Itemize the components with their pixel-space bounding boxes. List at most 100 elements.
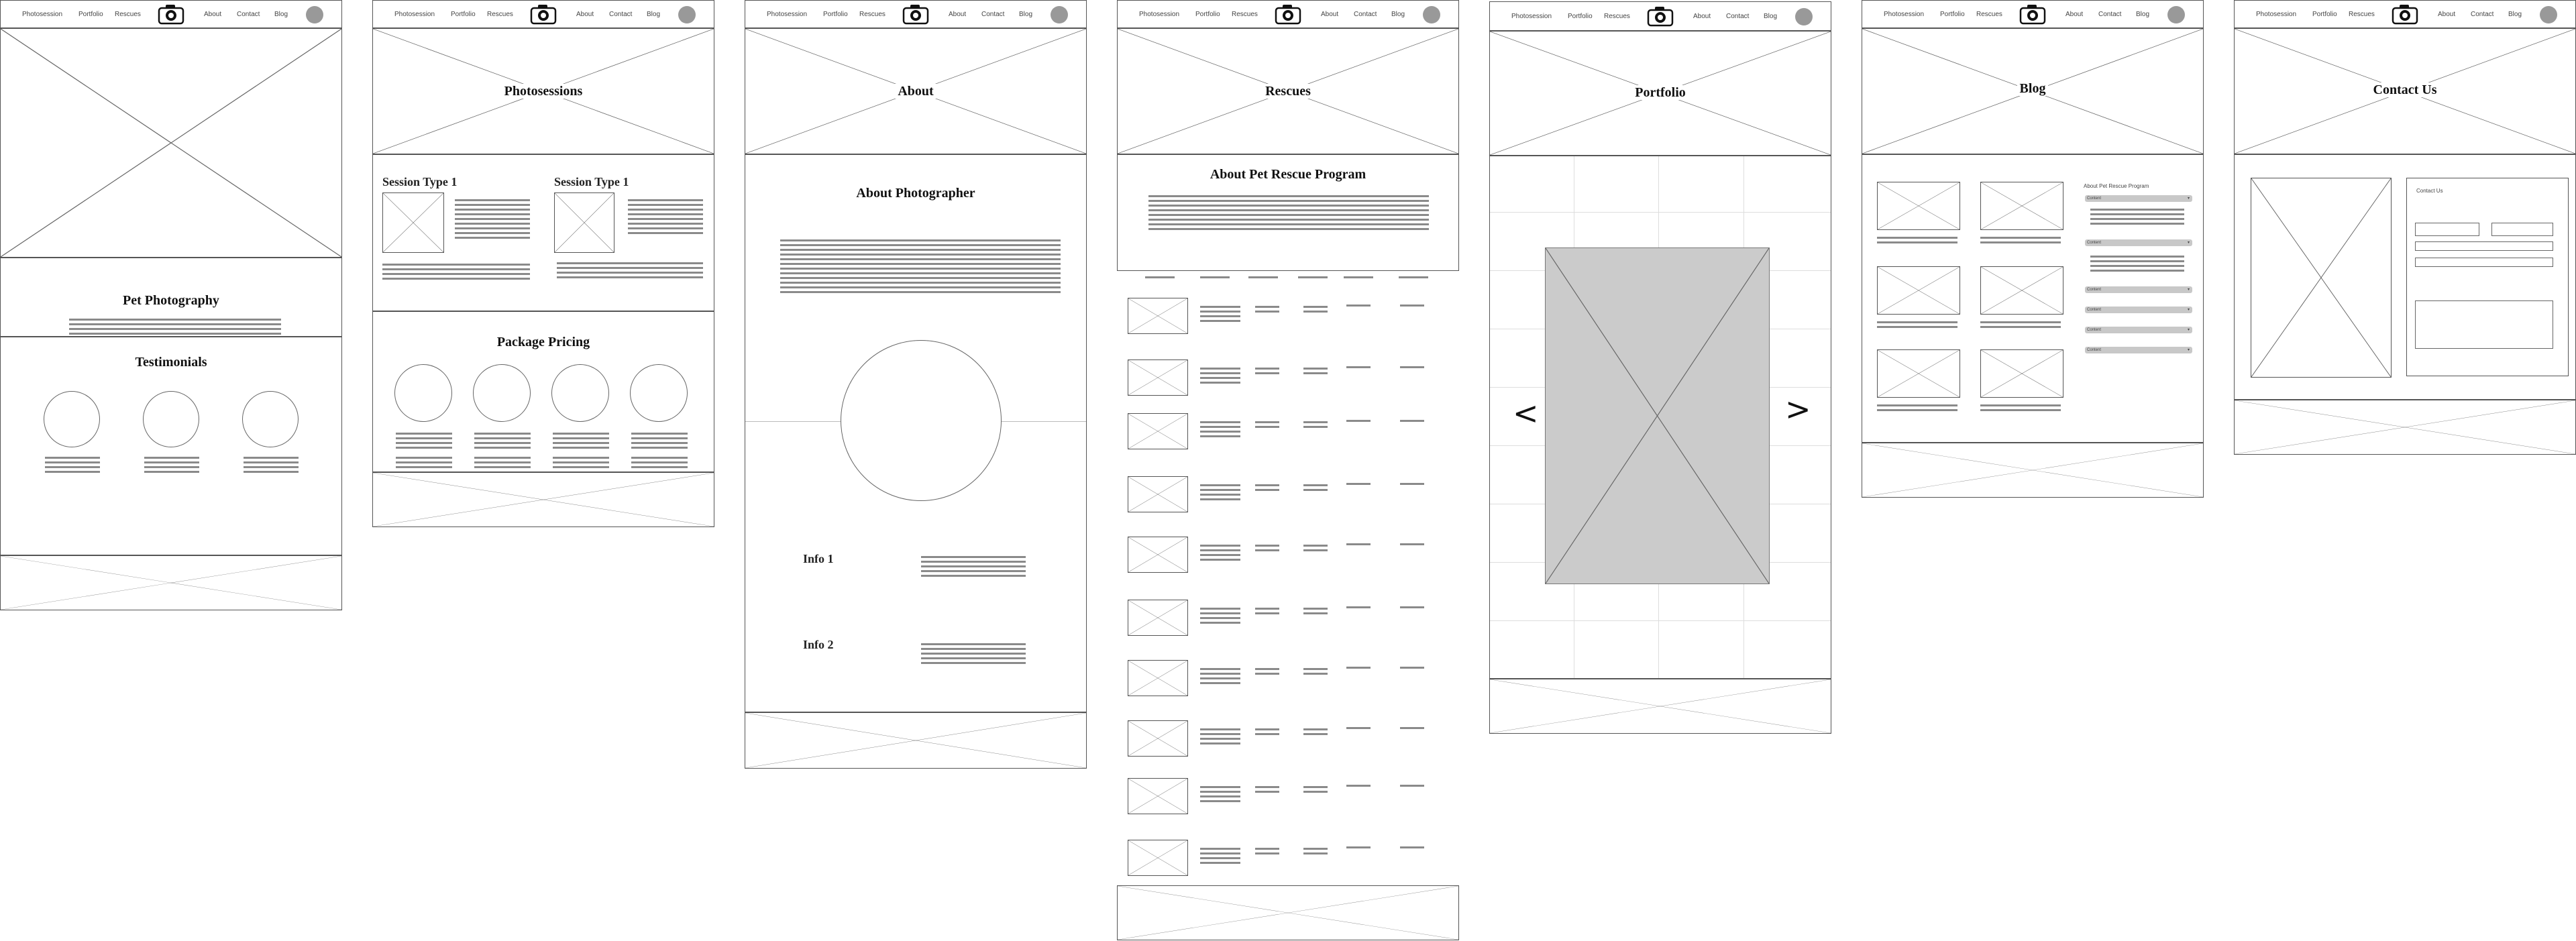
avatar[interactable] <box>1795 8 1813 25</box>
session-type-title: Session Type 1 <box>382 175 458 188</box>
nav-contact[interactable]: Contact <box>237 11 260 18</box>
sidebar-accordion-item[interactable]: Content▾ <box>2085 347 2192 353</box>
info-title: Info 1 <box>803 552 834 565</box>
nav-about[interactable]: About <box>2438 11 2456 18</box>
blog-posts-section: About Pet Rescue Program Content▾Content… <box>1862 154 2204 443</box>
nav-blog[interactable]: Blog <box>2508 11 2522 18</box>
nav-rescues[interactable]: Rescues <box>2349 11 2375 18</box>
sidebar-accordion-item[interactable]: Content▾ <box>2085 239 2192 246</box>
camera-logo-icon[interactable] <box>2019 3 2046 25</box>
nav-contact[interactable]: Contact <box>2471 11 2494 18</box>
camera-logo-icon[interactable] <box>1647 5 1674 27</box>
nav-portfolio[interactable]: Portfolio <box>1195 11 1220 18</box>
rescue-age <box>1255 608 1279 617</box>
nav-contact[interactable]: Contact <box>981 11 1005 18</box>
last-name-input[interactable] <box>2491 223 2553 236</box>
nav-photosession[interactable]: Photosession <box>22 11 63 18</box>
sidebar-item-label: Content <box>2087 348 2102 352</box>
nav-blog[interactable]: Blog <box>274 11 288 18</box>
avatar[interactable] <box>2540 6 2557 23</box>
avatar[interactable] <box>678 6 696 23</box>
nav-photosession[interactable]: Photosession <box>767 11 808 18</box>
package-price <box>396 457 452 471</box>
nav-photosession[interactable]: Photosession <box>1139 11 1180 18</box>
email-input[interactable] <box>2415 241 2553 251</box>
nav-contact[interactable]: Contact <box>609 11 633 18</box>
nav-about[interactable]: About <box>949 11 967 18</box>
sidebar-accordion-item[interactable]: Content▾ <box>2085 307 2192 313</box>
text-lines <box>69 319 281 337</box>
nav-contact[interactable]: Contact <box>2098 11 2122 18</box>
nav-blog[interactable]: Blog <box>647 11 661 18</box>
nav-about[interactable]: About <box>1321 11 1339 18</box>
nav-rescues[interactable]: Rescues <box>1232 11 1258 18</box>
sidebar-title: About Pet Rescue Program <box>2084 183 2149 189</box>
rescue-breed <box>1303 306 1328 315</box>
rescue-status <box>1346 727 1371 732</box>
nav-blog[interactable]: Blog <box>2136 11 2150 18</box>
nav-portfolio[interactable]: Portfolio <box>78 11 103 18</box>
blog-post-image <box>1877 266 1960 315</box>
package-text <box>396 433 452 451</box>
rescue-contact <box>1400 667 1424 671</box>
hero-title: Photosessions <box>501 84 586 99</box>
avatar[interactable] <box>2167 6 2185 23</box>
nav-portfolio[interactable]: Portfolio <box>2312 11 2337 18</box>
nav-rescues[interactable]: Rescues <box>487 11 513 18</box>
sidebar-accordion-item[interactable]: Content▾ <box>2085 327 2192 333</box>
package-pricing-section: Package Pricing <box>372 311 714 472</box>
hero-image-placeholder: Blog <box>1862 28 2204 154</box>
phone-input[interactable] <box>2415 258 2553 267</box>
package-image <box>551 364 609 422</box>
nav-about[interactable]: About <box>204 11 222 18</box>
nav-photosession[interactable]: Photosession <box>394 11 435 18</box>
nav-blog[interactable]: Blog <box>1764 13 1778 20</box>
avatar[interactable] <box>1051 6 1068 23</box>
nav-portfolio[interactable]: Portfolio <box>1940 11 1965 18</box>
nav-about[interactable]: About <box>1693 13 1711 20</box>
camera-logo-icon[interactable] <box>902 3 929 25</box>
nav-contact[interactable]: Contact <box>1354 11 1377 18</box>
nav-blog[interactable]: Blog <box>1391 11 1405 18</box>
section-title: About Photographer <box>856 186 975 201</box>
nav-photosession[interactable]: Photosession <box>2256 11 2297 18</box>
package-image <box>473 364 531 422</box>
camera-logo-icon[interactable] <box>158 3 184 25</box>
section-title: Pet Photography <box>123 293 219 308</box>
nav-rescues[interactable]: Rescues <box>1604 13 1630 20</box>
testimonial-avatar <box>242 391 299 447</box>
next-arrow-icon[interactable]: > <box>1785 391 1811 427</box>
rescue-pet-image <box>1128 476 1188 512</box>
rescue-pet-image <box>1128 537 1188 573</box>
avatar[interactable] <box>306 6 323 23</box>
portfolio-main-image[interactable] <box>1545 247 1770 584</box>
prev-arrow-icon[interactable]: < <box>1513 395 1539 431</box>
nav-blog[interactable]: Blog <box>1019 11 1033 18</box>
nav-about[interactable]: About <box>576 11 594 18</box>
blog-post-excerpt <box>1980 321 2061 331</box>
message-textarea[interactable] <box>2415 300 2553 349</box>
camera-logo-icon[interactable] <box>530 3 557 25</box>
camera-logo-icon[interactable] <box>1275 3 1301 25</box>
rescue-name <box>1200 608 1240 626</box>
rescue-age <box>1255 368 1279 377</box>
nav-portfolio[interactable]: Portfolio <box>451 11 476 18</box>
first-name-input[interactable] <box>2415 223 2479 236</box>
sidebar-accordion-item[interactable]: Content▾ <box>2085 195 2192 202</box>
nav-photosession[interactable]: Photosession <box>1884 11 1925 18</box>
nav-portfolio[interactable]: Portfolio <box>823 11 848 18</box>
rescue-status <box>1346 667 1371 671</box>
nav-rescues[interactable]: Rescues <box>1976 11 2002 18</box>
package-text <box>631 433 688 451</box>
nav-about[interactable]: About <box>2065 11 2084 18</box>
blog-post-image <box>1877 182 1960 230</box>
nav-portfolio[interactable]: Portfolio <box>1568 13 1593 20</box>
camera-logo-icon[interactable] <box>2392 3 2418 25</box>
nav-rescues[interactable]: Rescues <box>115 11 141 18</box>
nav-contact[interactable]: Contact <box>1726 13 1750 20</box>
rescue-pet-image <box>1128 778 1188 814</box>
nav-rescues[interactable]: Rescues <box>859 11 885 18</box>
nav-photosession[interactable]: Photosession <box>1511 13 1552 20</box>
avatar[interactable] <box>1423 6 1440 23</box>
sidebar-accordion-item[interactable]: Content▾ <box>2085 286 2192 293</box>
